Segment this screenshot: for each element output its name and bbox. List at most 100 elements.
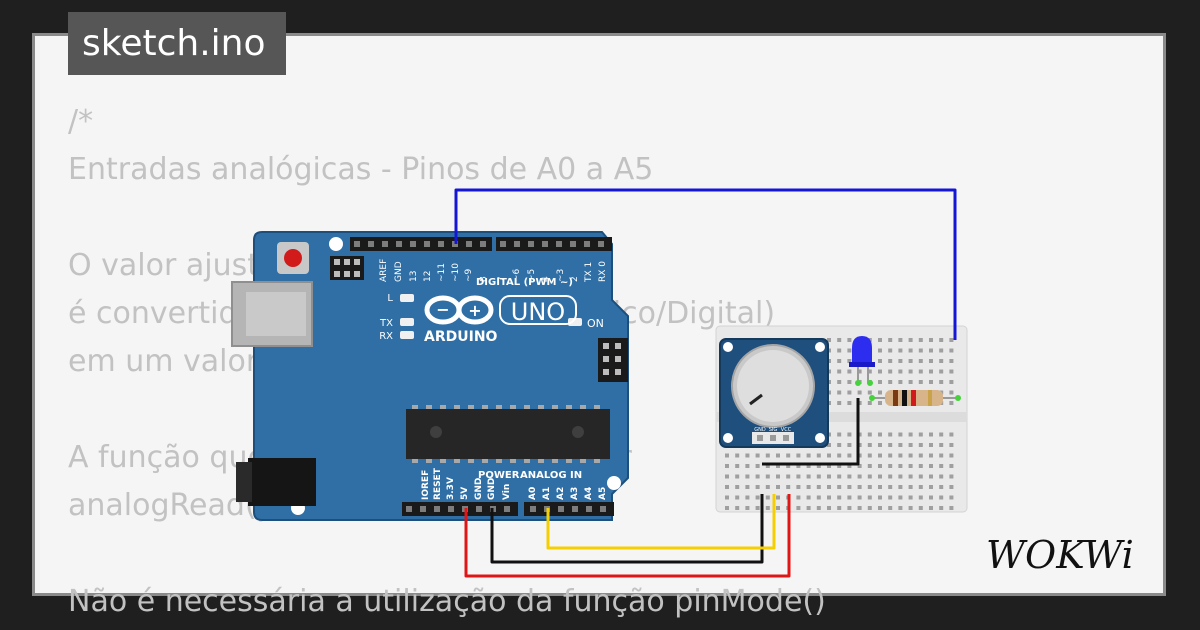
breadboard-hole xyxy=(847,432,852,437)
header-pin xyxy=(480,241,486,247)
breadboard-hole xyxy=(929,369,933,374)
arduino-uno-board[interactable]: L TX RX ON − + UNO ARDUINO DIGITAL (PWM … xyxy=(231,231,629,521)
breadboard-hole xyxy=(918,380,923,384)
chip-leg xyxy=(426,405,432,409)
breadboard-hole xyxy=(929,348,933,353)
led-tx-label: TX xyxy=(379,318,393,329)
breadboard-hole xyxy=(735,485,740,489)
analog-pin-label: A3 xyxy=(570,487,580,500)
breadboard-hole xyxy=(735,464,740,468)
power-pin-label: 3.3V xyxy=(446,477,456,500)
chip-leg xyxy=(524,405,530,409)
wire-led-ground[interactable] xyxy=(762,398,860,466)
breadboard-hole xyxy=(827,453,831,458)
analog-pin-label: A2 xyxy=(556,487,566,500)
breadboard-hole xyxy=(745,485,750,489)
breadboard-hole xyxy=(776,474,780,479)
breadboard-hole xyxy=(816,495,821,500)
breadboard-hole xyxy=(827,485,831,489)
header-pin xyxy=(570,241,576,247)
breadboard-hole xyxy=(857,369,862,374)
breadboard-hole xyxy=(776,495,780,500)
breadboard-hole xyxy=(888,506,893,510)
digital-pin-label: ~6 xyxy=(512,268,522,282)
potentiometer-module[interactable]: GND SIG VCC xyxy=(719,338,829,448)
breadboard-hole xyxy=(857,453,862,458)
breadboard-hole xyxy=(816,506,821,510)
header-pin xyxy=(530,506,536,512)
header-pin xyxy=(368,241,374,247)
chip-leg xyxy=(594,459,600,463)
breadboard-hole xyxy=(908,474,913,479)
chip-leg xyxy=(538,405,544,409)
wire-gnd[interactable] xyxy=(490,494,764,564)
breadboard-hole xyxy=(929,380,933,384)
breadboard-hole xyxy=(816,453,821,458)
analog-pin-label: A4 xyxy=(584,487,594,500)
breadboard-hole xyxy=(776,453,780,458)
power-label: POWER xyxy=(478,470,520,481)
header-pin xyxy=(354,241,360,247)
breadboard-hole xyxy=(837,348,842,353)
breadboard-hole xyxy=(908,338,913,342)
breadboard-hole xyxy=(745,453,750,458)
breadboard-hole xyxy=(908,432,913,437)
chip-leg xyxy=(454,459,460,463)
breadboard-hole xyxy=(949,359,954,363)
breadboard-hole xyxy=(796,506,801,510)
breadboard-hole xyxy=(949,369,954,374)
chip-leg xyxy=(524,459,530,463)
chip-leg xyxy=(580,405,586,409)
chip-leg xyxy=(468,405,474,409)
breadboard-hole xyxy=(837,432,842,437)
pot-pin-gnd-label: GND xyxy=(754,427,766,433)
breadboard-hole xyxy=(898,464,903,468)
breadboard-hole xyxy=(939,359,944,363)
code-line: em um valor xyxy=(68,344,259,379)
breadboard-hole xyxy=(847,464,852,468)
breadboard-hole xyxy=(888,359,893,363)
breadboard-hole xyxy=(816,464,821,468)
breadboard-hole xyxy=(878,506,882,510)
chip-leg xyxy=(440,459,446,463)
header-pin xyxy=(396,241,402,247)
breadboard-hole xyxy=(867,506,872,510)
header-pin xyxy=(406,506,412,512)
breadboard-hole xyxy=(888,432,893,437)
power-pin-label: Vin xyxy=(502,484,512,500)
breadboard-hole xyxy=(939,506,944,510)
code-line: /* xyxy=(68,104,94,139)
breadboard-hole xyxy=(796,464,801,468)
breadboard-hole xyxy=(908,443,913,447)
wire-pin10-to-led[interactable] xyxy=(454,188,957,340)
code-line: Entradas analógicas - Pinos de A0 a A5 xyxy=(68,152,654,187)
file-name-tab[interactable]: sketch.ino xyxy=(68,12,286,75)
breadboard-hole xyxy=(847,474,852,479)
blue-led[interactable] xyxy=(849,336,875,386)
breadboard-hole xyxy=(918,495,923,500)
wire-5v[interactable] xyxy=(464,494,791,578)
breadboard-hole xyxy=(786,485,791,489)
breadboard-hole xyxy=(755,474,760,479)
breadboard-hole xyxy=(837,359,842,363)
wire-a0-signal[interactable] xyxy=(546,494,776,550)
breadboard-hole xyxy=(867,401,872,405)
breadboard-hole xyxy=(755,506,760,510)
breadboard-hole xyxy=(867,443,872,447)
breadboard-hole xyxy=(949,338,954,342)
header-pin xyxy=(598,241,604,247)
header-pin xyxy=(410,241,416,247)
breadboard-hole xyxy=(755,495,760,500)
chip-leg xyxy=(440,405,446,409)
breadboard-hole xyxy=(837,338,842,342)
breadboard-hole xyxy=(847,485,852,489)
resistor[interactable] xyxy=(869,390,961,406)
digital-label: DIGITAL (PWM ~) xyxy=(476,277,573,288)
breadboard-hole xyxy=(929,474,933,479)
chip-leg xyxy=(566,405,572,409)
breadboard-hole xyxy=(857,390,862,395)
header-pin xyxy=(542,241,548,247)
breadboard-hole xyxy=(765,464,770,468)
breadboard-hole xyxy=(878,401,882,405)
